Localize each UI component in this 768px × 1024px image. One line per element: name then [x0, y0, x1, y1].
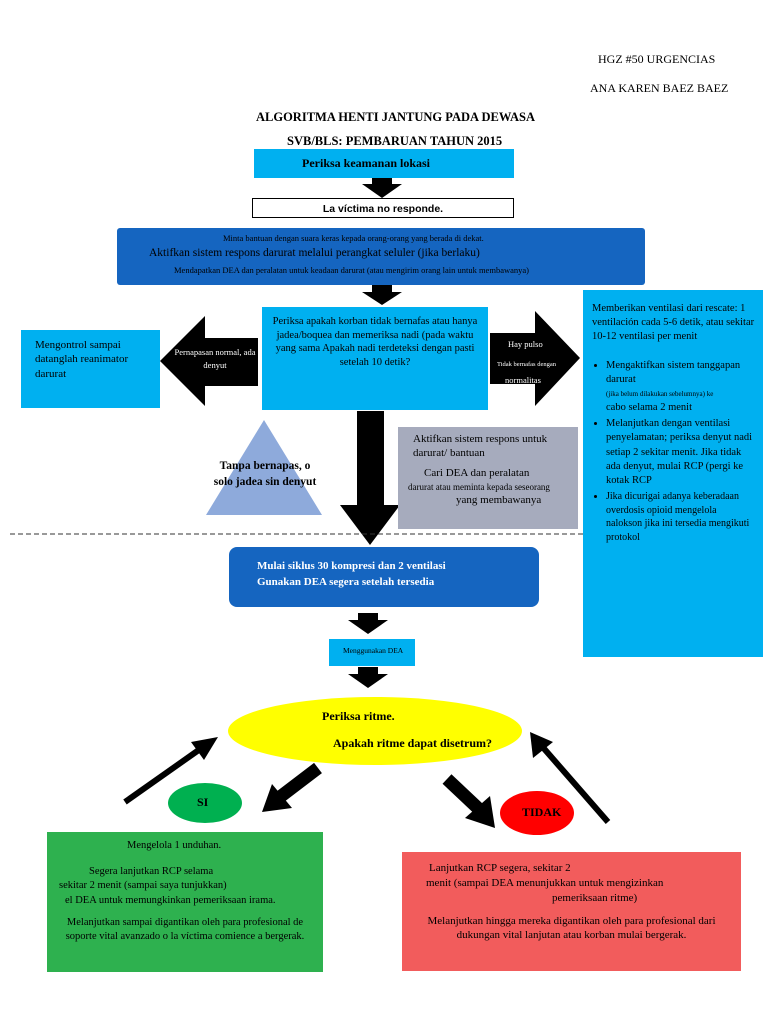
- triangle-shape: [206, 420, 322, 515]
- arrow-right: [490, 311, 580, 406]
- rescue-bullet-3: Jika dicurigai adanya keberadaan overdos…: [606, 490, 755, 544]
- activate-system-box: Aktifkan sistem respons untuk darurat/ b…: [398, 427, 578, 529]
- arrow-down-1: [362, 178, 402, 198]
- call-help-box: Minta bantuan dengan suara keras kepada …: [117, 228, 645, 285]
- rescue-intro: Memberikan ventilasi dari rescate: 1 ven…: [592, 303, 755, 343]
- arrow-down-3: [348, 613, 388, 634]
- arrow-no-up: [537, 742, 611, 824]
- cpr-line-1: Mulai siklus 30 kompresi dan 2 ventilasi: [257, 560, 446, 572]
- monitor-text: Mengontrol sampai datanglah reanimator d…: [35, 339, 129, 380]
- check-breathing-text: Periksa apakah korban tidak bernafas ata…: [272, 316, 478, 368]
- green-line-4: el DEA untuk memungkinkan pemeriksaan ir…: [65, 894, 276, 906]
- no-response-text: La víctima no responde.: [322, 203, 444, 215]
- red-line-2: menit (sampai DEA menunjukkan untuk meng…: [426, 876, 664, 889]
- page-title: ALGORITMA HENTI JANTUNG PADA DEWASA: [256, 110, 535, 124]
- header-line-2: ANA KAREN BAEZ BAEZ: [590, 81, 729, 95]
- cpr-box: Mulai siklus 30 kompresi dan 2 ventilasi…: [229, 547, 539, 607]
- aed-box: Menggunakan DEA: [329, 639, 415, 666]
- rhythm-ellipse: [228, 697, 522, 765]
- rescue-bullet-1-b: (jika belum dilakukan sebelumnya) ke: [606, 389, 714, 398]
- green-line-3: sekitar 2 menit (sampai saya tunjukkan): [59, 880, 227, 892]
- safety-box: Periksa keamanan lokasi: [254, 149, 514, 178]
- rhythm-line-1: Periksa ritme.: [322, 709, 395, 723]
- no-label: TIDAK: [522, 805, 562, 819]
- arrow-down-main: [340, 411, 400, 545]
- rescue-bullet-2: Melanjutkan dengan ventilasi penyelamata…: [606, 417, 755, 488]
- green-line-5: Melanjutkan sampai digantikan oleh para …: [65, 916, 305, 942]
- red-line-1: Lanjutkan RCP segera, sekitar 2: [429, 862, 571, 874]
- shockable-box: Mengelola 1 unduhan. Segera lanjutkan RC…: [47, 832, 323, 972]
- red-line-4: Melanjutkan hingga mereka digantikan ole…: [427, 914, 716, 942]
- rescue-bullets: Mengaktifkan sistem tanggapan darurat (j…: [592, 359, 755, 545]
- page-subtitle: SVB/BLS: PEMBARUAN TAHUN 2015: [287, 134, 503, 148]
- arrow-right-label-2: Tidak bernafas dengan: [497, 361, 556, 368]
- triangle-text: Tanpa bernapas, o solo jadea sin denyut: [213, 460, 317, 488]
- header-line-1: HGZ #50 URGENCIAS: [598, 52, 716, 66]
- rhythm-line-2: Apakah ritme dapat disetrum?: [333, 736, 493, 750]
- gray-line-2: Cari DEA dan peralatan: [424, 466, 530, 479]
- aed-text: Menggunakan DEA: [343, 646, 404, 655]
- call-help-line-1: Minta bantuan dengan suara keras kepada …: [223, 233, 484, 243]
- yes-label: SI: [197, 795, 209, 809]
- no-ellipse: [500, 791, 574, 835]
- arrow-right-label-1: Hay pulso: [508, 339, 543, 349]
- no-response-box: La víctima no responde.: [252, 198, 514, 218]
- arrow-right-label-3: normalitas: [505, 375, 541, 385]
- monitor-box: Mengontrol sampai datanglah reanimator d…: [21, 330, 160, 408]
- green-line-2: Segera lanjutkan RCP selama: [89, 866, 214, 878]
- red-line-3: pemeriksaan ritme): [552, 891, 638, 904]
- non-shockable-box: Lanjutkan RCP segera, sekitar 2 menit (s…: [402, 852, 741, 971]
- rescue-bullet-1-a: Mengaktifkan sistem tanggapan darurat: [606, 359, 741, 385]
- rescue-bullet-1-c: cabo selama 2 menit: [606, 402, 693, 414]
- arrow-left: [160, 316, 258, 406]
- safety-text: Periksa keamanan lokasi: [302, 156, 431, 170]
- gray-line-4: yang membawanya: [456, 493, 542, 506]
- arrow-no-down: [442, 774, 487, 817]
- arrow-down-4: [348, 667, 388, 688]
- call-help-line-3: Mendapatkan DEA dan peralatan untuk kead…: [174, 265, 529, 275]
- gray-line-1: Aktifkan sistem respons untuk darurat/ b…: [413, 433, 548, 460]
- arrow-left-label: Pernapasan normal, ada denyut: [174, 347, 256, 370]
- arrow-yes-up: [123, 744, 205, 805]
- arrow-yes-down: [272, 762, 322, 806]
- rescue-bullet-1: Mengaktifkan sistem tanggapan darurat (j…: [606, 359, 755, 416]
- green-line-1: Mengelola 1 unduhan.: [127, 840, 222, 851]
- gray-line-3: darurat atau meminta kepada seseorang: [408, 481, 550, 492]
- rescue-breathing-box: Memberikan ventilasi dari rescate: 1 ven…: [583, 290, 763, 657]
- cpr-line-2: Gunakan DEA segera setelah tersedia: [257, 575, 435, 588]
- check-breathing-box: Periksa apakah korban tidak bernafas ata…: [262, 307, 488, 410]
- yes-ellipse: [168, 783, 242, 823]
- arrow-down-2: [362, 285, 402, 305]
- call-help-line-2: Aktifkan sistem respons darurat melalui …: [149, 247, 480, 259]
